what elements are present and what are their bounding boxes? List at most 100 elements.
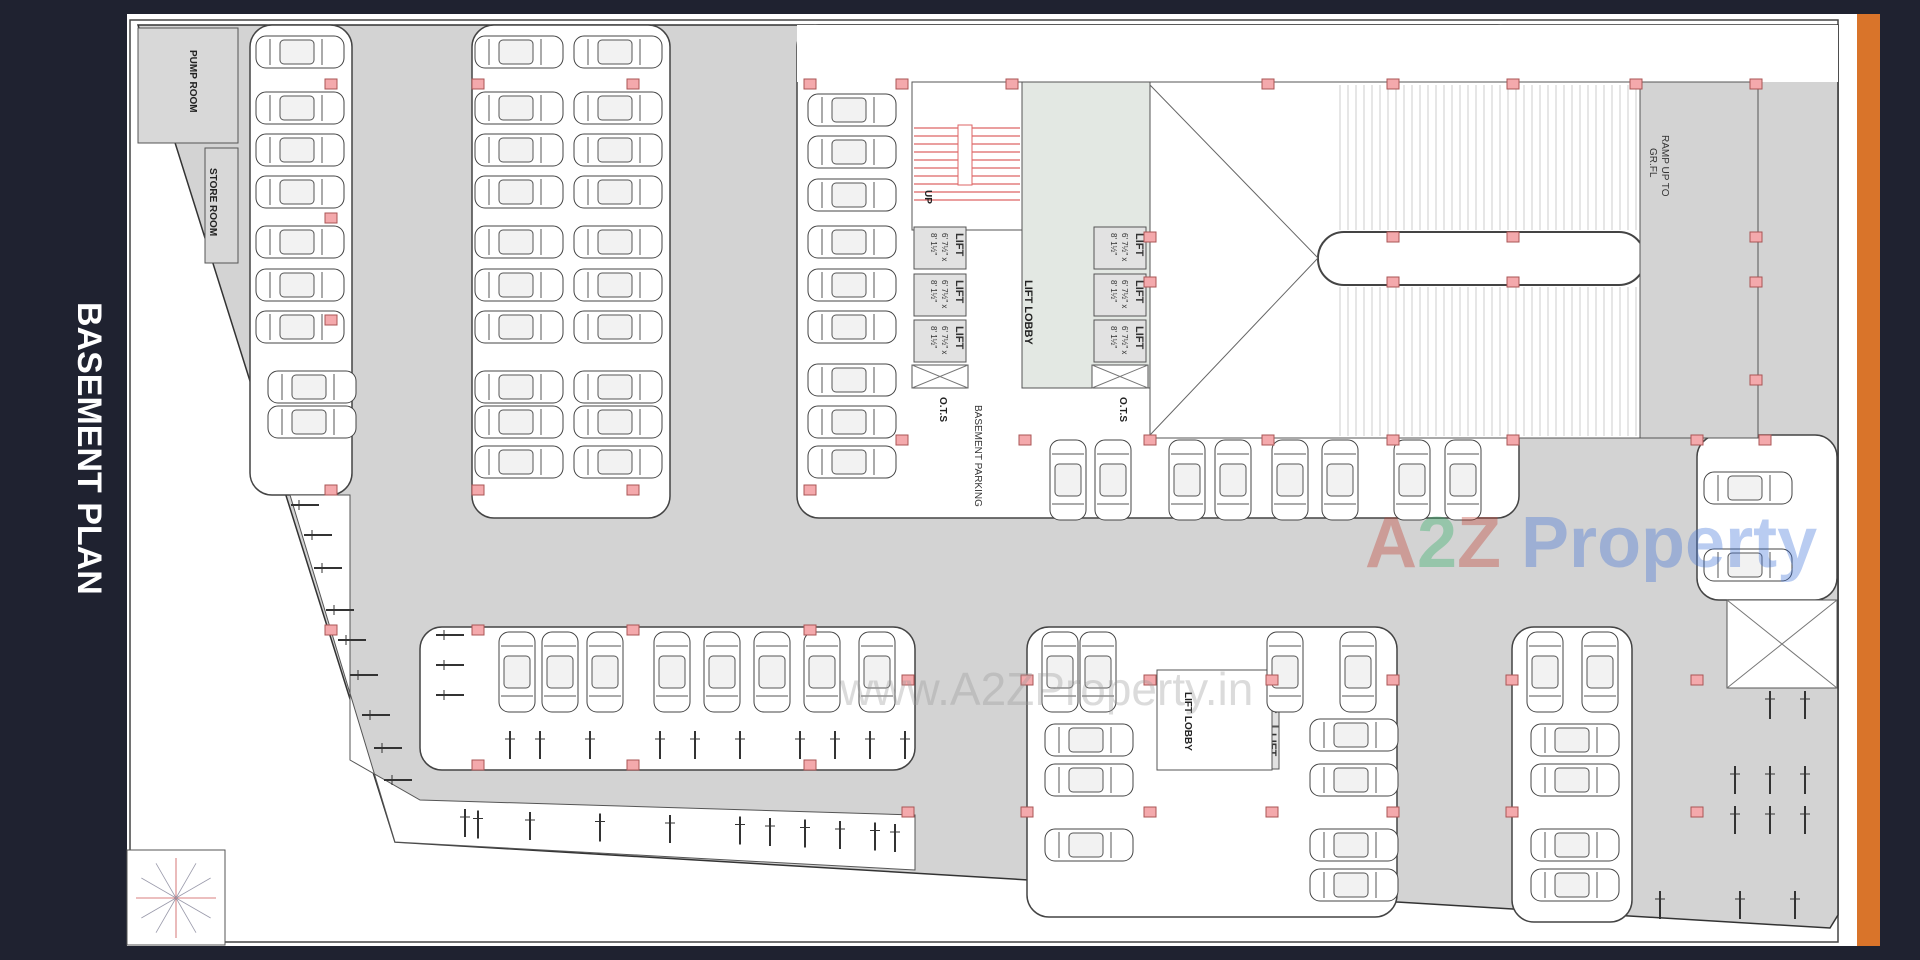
car	[1530, 763, 1620, 797]
bike	[655, 731, 665, 759]
car	[474, 370, 564, 404]
column	[803, 78, 817, 90]
car	[1581, 631, 1619, 713]
ots-right-label: O.T.S	[1117, 397, 1128, 422]
column	[324, 314, 338, 326]
lift-dim2: 8' 1½"	[929, 326, 938, 348]
compass-ray	[175, 897, 211, 919]
car	[1079, 631, 1117, 713]
stair-treads	[914, 124, 1020, 201]
car	[573, 310, 663, 344]
column	[1265, 674, 1279, 686]
car	[586, 631, 624, 713]
compass-ray	[175, 897, 197, 933]
lift-label: LIFT	[953, 326, 965, 349]
bike	[460, 809, 470, 837]
car	[1703, 548, 1793, 582]
car	[1044, 828, 1134, 862]
column	[1690, 806, 1704, 818]
car	[1526, 631, 1564, 713]
column	[1749, 276, 1763, 288]
ots-box-cross	[1726, 599, 1838, 689]
column	[1143, 434, 1157, 446]
car	[573, 225, 663, 259]
basement-parking-label: BASEMENT PARKING	[972, 405, 983, 507]
lift-label: LIFT	[953, 280, 965, 303]
column	[1018, 434, 1032, 446]
column	[1020, 806, 1034, 818]
compass-ray	[141, 877, 177, 899]
car	[807, 405, 897, 439]
car	[653, 631, 691, 713]
car	[1444, 439, 1482, 521]
bike	[1765, 806, 1775, 834]
car	[1393, 439, 1431, 521]
bike	[1735, 891, 1745, 919]
watermark-url: www.A2ZProperty.in	[839, 663, 1253, 715]
bike	[835, 821, 845, 849]
column	[1143, 231, 1157, 243]
column	[1749, 231, 1763, 243]
car	[1309, 828, 1399, 862]
car	[807, 93, 897, 127]
car	[1266, 631, 1304, 713]
column	[1143, 276, 1157, 288]
lift-dim1: 6' 7½" x	[940, 280, 949, 308]
car	[573, 405, 663, 439]
column	[1758, 434, 1772, 446]
compass-ray	[175, 877, 211, 899]
car	[1530, 723, 1620, 757]
ramp-island	[1317, 231, 1646, 286]
car	[807, 225, 897, 259]
column	[324, 212, 338, 224]
bike	[362, 710, 390, 720]
lift-dim1: 6' 7½" x	[1120, 326, 1129, 354]
bike	[338, 635, 366, 645]
bike	[384, 775, 412, 785]
car	[474, 35, 564, 69]
bike	[1800, 806, 1810, 834]
car	[255, 175, 345, 209]
compass-icon	[136, 858, 216, 938]
bike	[1730, 766, 1740, 794]
car	[1309, 763, 1399, 797]
column	[1506, 78, 1520, 90]
bike-strip	[289, 494, 916, 871]
compass-ray	[175, 863, 197, 899]
bike	[436, 630, 464, 640]
column	[471, 759, 485, 771]
bike	[326, 605, 354, 615]
column	[803, 759, 817, 771]
column	[803, 484, 817, 496]
column	[1261, 78, 1275, 90]
car	[573, 133, 663, 167]
column	[1386, 231, 1400, 243]
column	[324, 484, 338, 496]
page-title: BASEMENT PLAN	[70, 302, 108, 595]
car	[1044, 723, 1134, 757]
ramp-diagonals	[1149, 84, 1319, 436]
bike	[665, 815, 675, 843]
column	[1629, 78, 1643, 90]
car	[474, 91, 564, 125]
column	[1505, 674, 1519, 686]
ramp-label-2: GR.FL	[1647, 148, 1658, 178]
car	[573, 445, 663, 479]
bike	[690, 731, 700, 759]
lift-dim2: 8' 1½"	[929, 280, 938, 302]
column	[1690, 434, 1704, 446]
car	[753, 631, 791, 713]
store-room-label: STORE ROOM	[207, 168, 218, 236]
columns	[324, 78, 1772, 818]
car	[1321, 439, 1359, 521]
column	[1386, 806, 1400, 818]
top-band	[797, 25, 1838, 82]
bike	[525, 812, 535, 840]
column	[1690, 674, 1704, 686]
car	[807, 445, 897, 479]
accent-strip	[1857, 14, 1880, 946]
car	[474, 133, 564, 167]
car	[267, 370, 357, 404]
bike	[795, 731, 805, 759]
